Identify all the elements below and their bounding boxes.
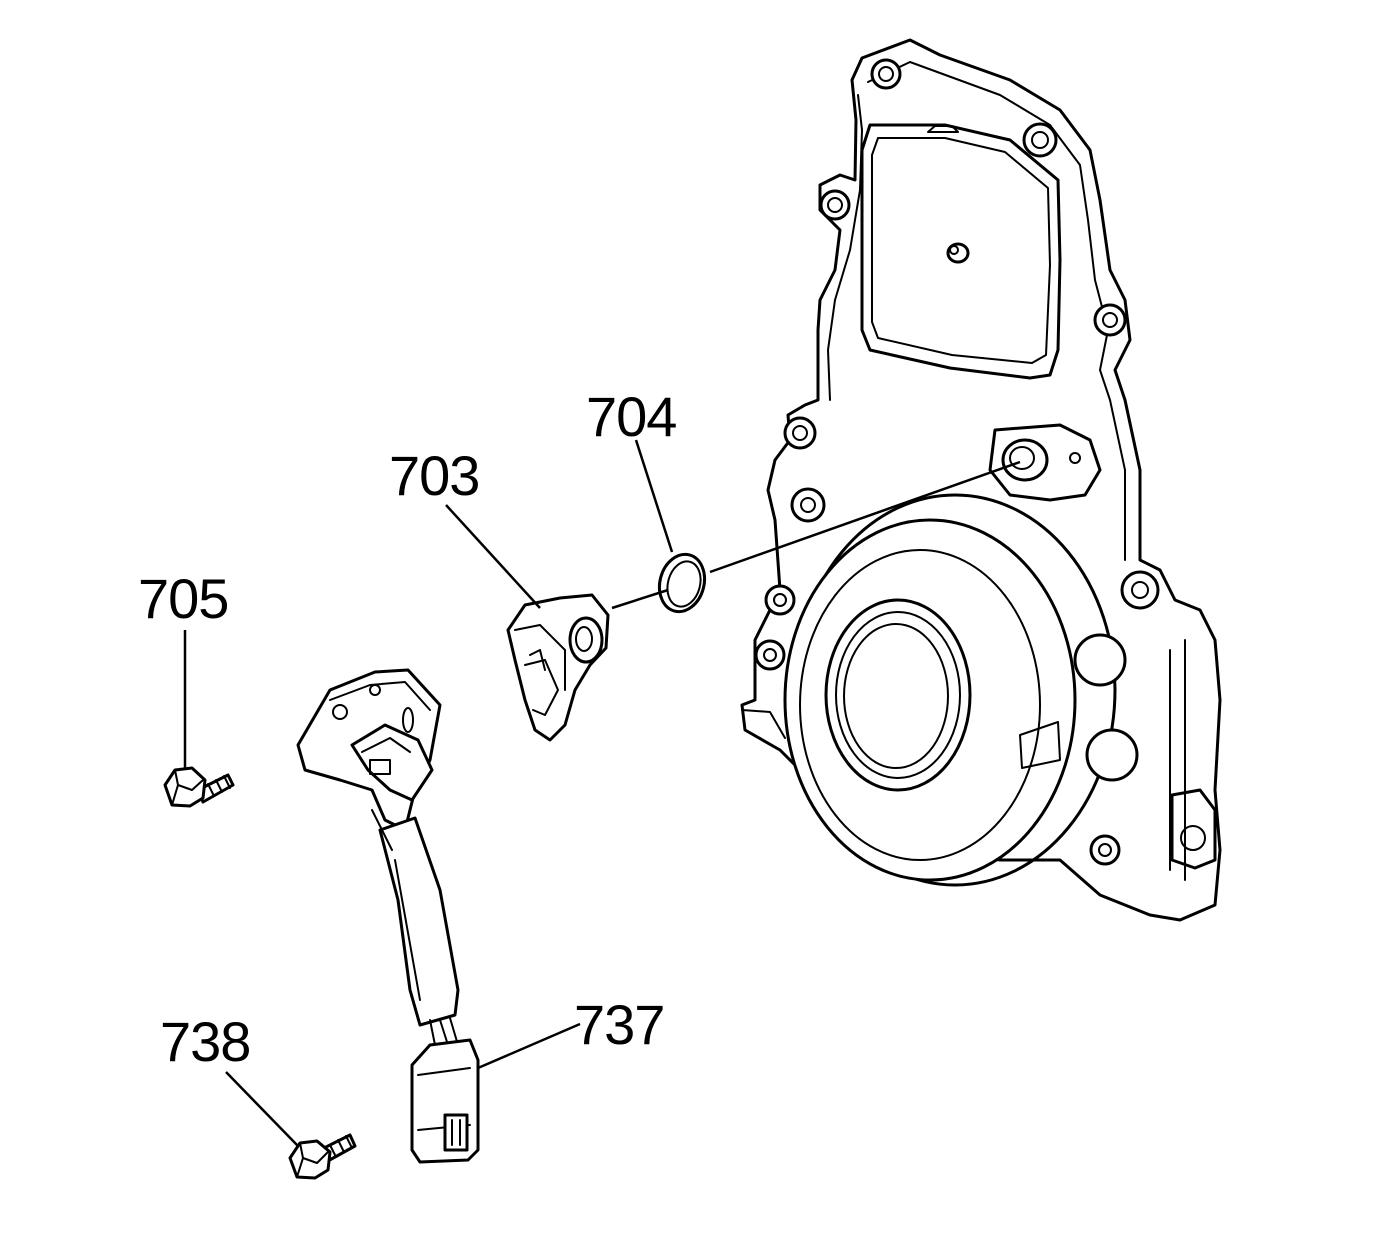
- crankshaft-position-sensor: [506, 593, 610, 742]
- callout-704: 704: [586, 385, 677, 448]
- callout-leaders: [183, 439, 674, 1147]
- front-cover: [740, 38, 1222, 922]
- o-ring: [657, 552, 707, 614]
- callout-738: 738: [160, 1010, 251, 1073]
- callout-737: 737: [574, 993, 665, 1056]
- callout-703: 703: [389, 444, 480, 507]
- bolt-738: [288, 1133, 357, 1180]
- callout-705: 705: [138, 567, 229, 630]
- bolt-705: [163, 766, 235, 808]
- wiring-harness: [296, 668, 480, 1164]
